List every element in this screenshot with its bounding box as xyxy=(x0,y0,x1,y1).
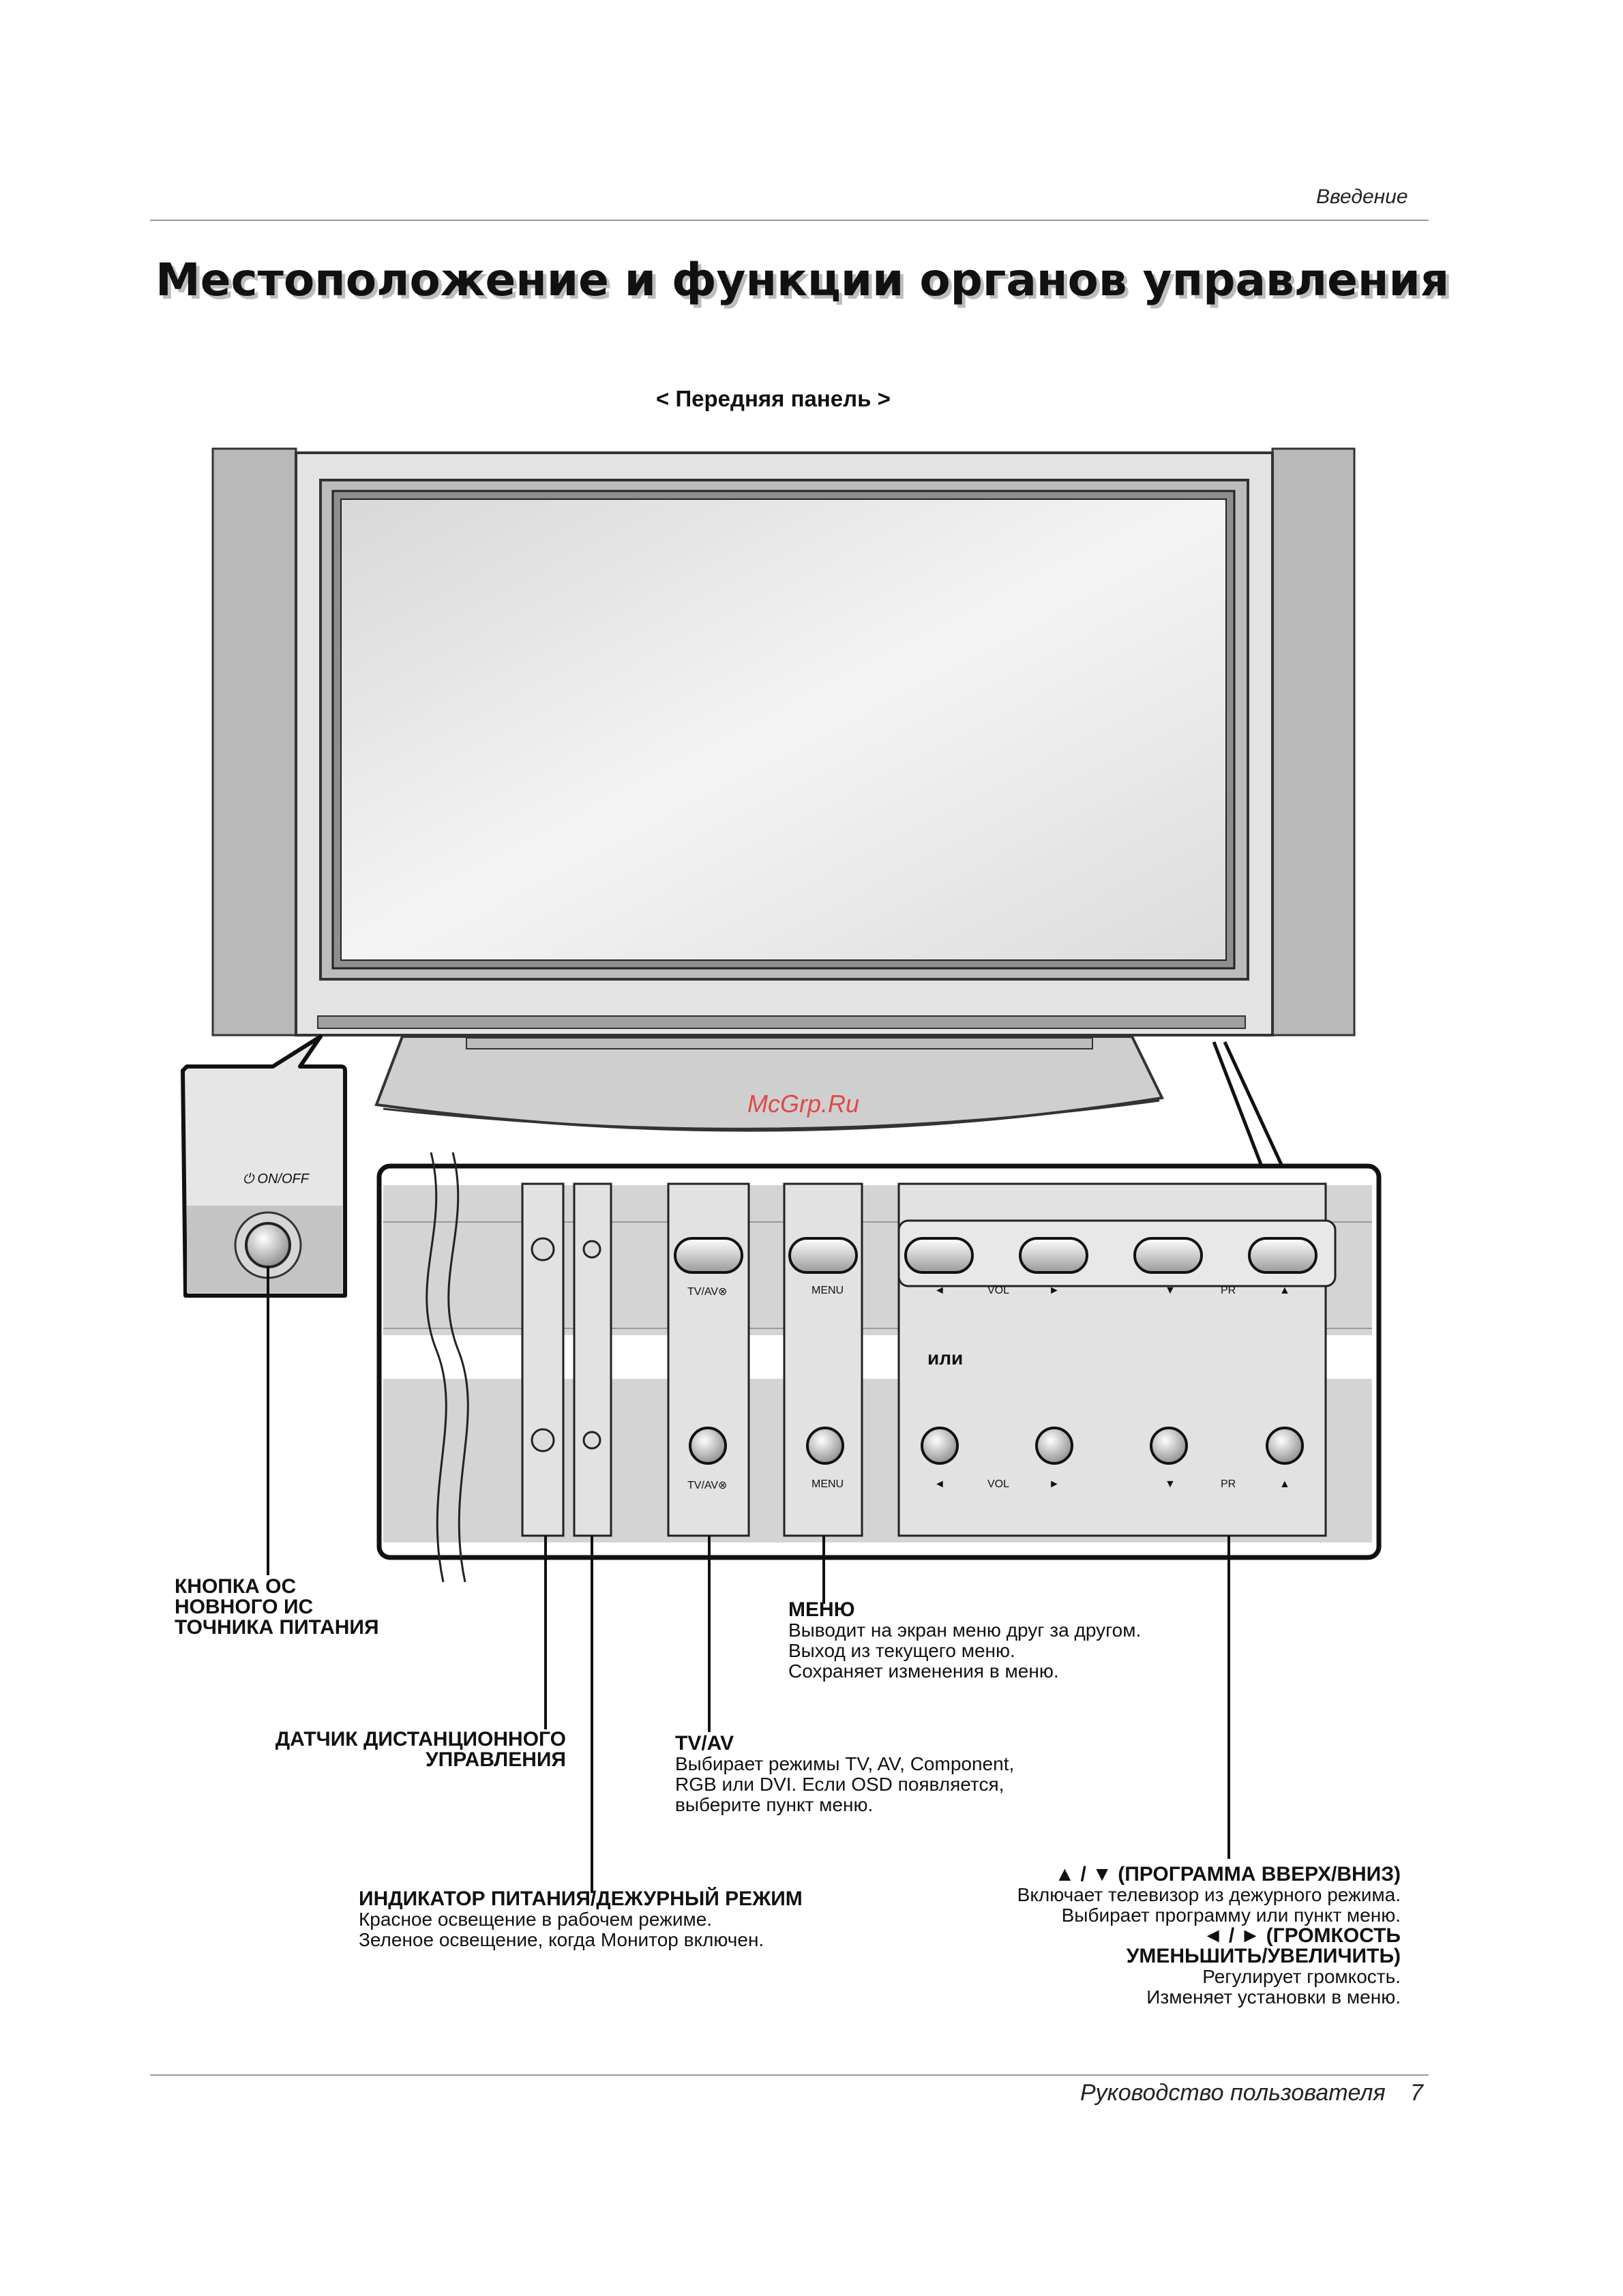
control-panel-zoom xyxy=(376,1041,1382,1583)
callout-indicator: ИНДИКАТОР ПИТАНИЯ/ДЕЖУРНЫЙ РЕЖИМ Красное… xyxy=(359,1889,803,1950)
callout-power-line-3: ТОЧНИКА ПИТАНИЯ xyxy=(175,1616,379,1639)
tv-stand xyxy=(374,1035,1164,1132)
callout-tvav-line-1: Выбирает режимы TV, AV, Component, xyxy=(675,1753,1015,1774)
page-number: 7 xyxy=(1410,2080,1423,2106)
vol-label-bottom: VOL xyxy=(987,1478,1010,1490)
callout-remote-line-2: УПРАВЛЕНИЯ xyxy=(425,1748,566,1771)
right-speaker xyxy=(1271,447,1356,1037)
callout-program-line-2: Выбирает программу или пункт меню. xyxy=(1061,1905,1401,1926)
footer-text: Руководство пользователя xyxy=(1080,2080,1386,2106)
callout-volume-line-1: Регулирует громкость. xyxy=(1202,1966,1401,1987)
callout-menu-line-2: Выход из текущего меню. xyxy=(788,1640,1015,1661)
watermark: McGrp.Ru xyxy=(747,1090,860,1118)
round-buttons xyxy=(689,1427,1304,1465)
vol-right-label-bottom: ► xyxy=(1049,1478,1060,1490)
callout-lines xyxy=(267,1266,1230,1893)
callout-volume-title-2: УМЕНЬШИТЬ/УВЕЛИЧИТЬ) xyxy=(1126,1945,1401,1967)
callout-indicator-title: ИНДИКАТОР ПИТАНИЯ/ДЕЖУРНЫЙ РЕЖИМ xyxy=(359,1888,803,1910)
callout-tvav-line-2: RGB или DVI. Если OSD появляется, xyxy=(675,1774,1004,1795)
callout-volume-line-2: Изменяет установки в меню. xyxy=(1146,1986,1401,2008)
callout-power-line-2: НОВНОГО ИС xyxy=(175,1596,314,1618)
callout-menu: МЕНЮ Выводит на экран меню друг за друго… xyxy=(788,1600,1141,1682)
tvav-label-bottom: TV/AV⊗ xyxy=(687,1480,728,1491)
callout-program-volume: ▲ / ▼ (ПРОГРАММА ВВЕРХ/ВНИЗ) Включает те… xyxy=(887,1864,1401,2008)
callout-tvav-title: TV/AV xyxy=(675,1732,734,1755)
left-speaker xyxy=(211,447,297,1037)
pr-down-label-top: ▼ xyxy=(1165,1285,1176,1296)
vol-right-label-top: ► xyxy=(1049,1285,1060,1296)
page-title: Местоположение и функции органов управле… xyxy=(155,254,1450,306)
pr-up-label-top: ▲ xyxy=(1279,1285,1290,1296)
vol-left-label-bottom: ◄ xyxy=(934,1478,945,1490)
pr-down-label-bottom: ▼ xyxy=(1165,1478,1176,1490)
vol-left-label-top: ◄ xyxy=(934,1285,945,1296)
screen xyxy=(340,498,1227,961)
header-rule xyxy=(150,220,1429,221)
menu-label-top: MENU xyxy=(812,1285,844,1296)
callout-menu-line-1: Выводит на экран меню друг за другом. xyxy=(788,1620,1142,1641)
callout-tvav-line-3: выберите пункт меню. xyxy=(675,1794,874,1815)
oval-buttons xyxy=(674,1237,1317,1274)
bottom-strip xyxy=(317,1015,1246,1029)
callout-power: КНОПКА ОС НОВНОГО ИС ТОЧНИКА ПИТАНИЯ xyxy=(175,1577,379,1638)
callout-program-line-1: Включает телевизор из дежурного режима. xyxy=(1017,1884,1401,1905)
callout-volume-title: ◄ / ► (ГРОМКОСТЬ xyxy=(1202,1924,1401,1947)
or-label: или xyxy=(927,1347,964,1369)
pr-up-label-bottom: ▲ xyxy=(1279,1478,1290,1490)
callout-menu-title: МЕНЮ xyxy=(788,1598,855,1621)
power-button-zoom xyxy=(181,1034,347,1298)
section-label: Введение xyxy=(1316,185,1408,208)
callout-tvav: TV/AV Выбирает режимы TV, AV, Component,… xyxy=(675,1733,1014,1815)
pr-label-bottom: PR xyxy=(1221,1478,1236,1490)
vol-label-top: VOL xyxy=(987,1285,1010,1296)
power-symbol-icon: ⏻ xyxy=(243,1172,254,1187)
pr-label-top: PR xyxy=(1221,1285,1236,1296)
callout-menu-line-3: Сохраняет изменения в меню. xyxy=(788,1660,1059,1682)
callout-indicator-line-1: Красное освещение в рабочем режиме. xyxy=(359,1909,713,1930)
tvav-label-top: TV/AV⊗ xyxy=(687,1286,728,1298)
callout-remote-line-1: ДАТЧИК ДИСТАНЦИОННОГО xyxy=(275,1728,566,1750)
menu-label-bottom: MENU xyxy=(812,1478,844,1490)
power-label: ⏻ ON/OFF xyxy=(243,1172,309,1187)
footer-rule xyxy=(150,2074,1429,2076)
callout-program-title: ▲ / ▼ (ПРОГРАММА ВВЕРХ/ВНИЗ) xyxy=(1054,1863,1401,1885)
callout-indicator-line-2: Зеленое освещение, когда Монитор включен… xyxy=(359,1929,764,1950)
callout-remote-sensor: ДАТЧИК ДИСТАНЦИОННОГО УПРАВЛЕНИЯ xyxy=(259,1729,566,1770)
front-panel-subtitle: < Передняя панель > xyxy=(656,386,891,411)
callout-power-line-1: КНОПКА ОС xyxy=(175,1575,297,1598)
